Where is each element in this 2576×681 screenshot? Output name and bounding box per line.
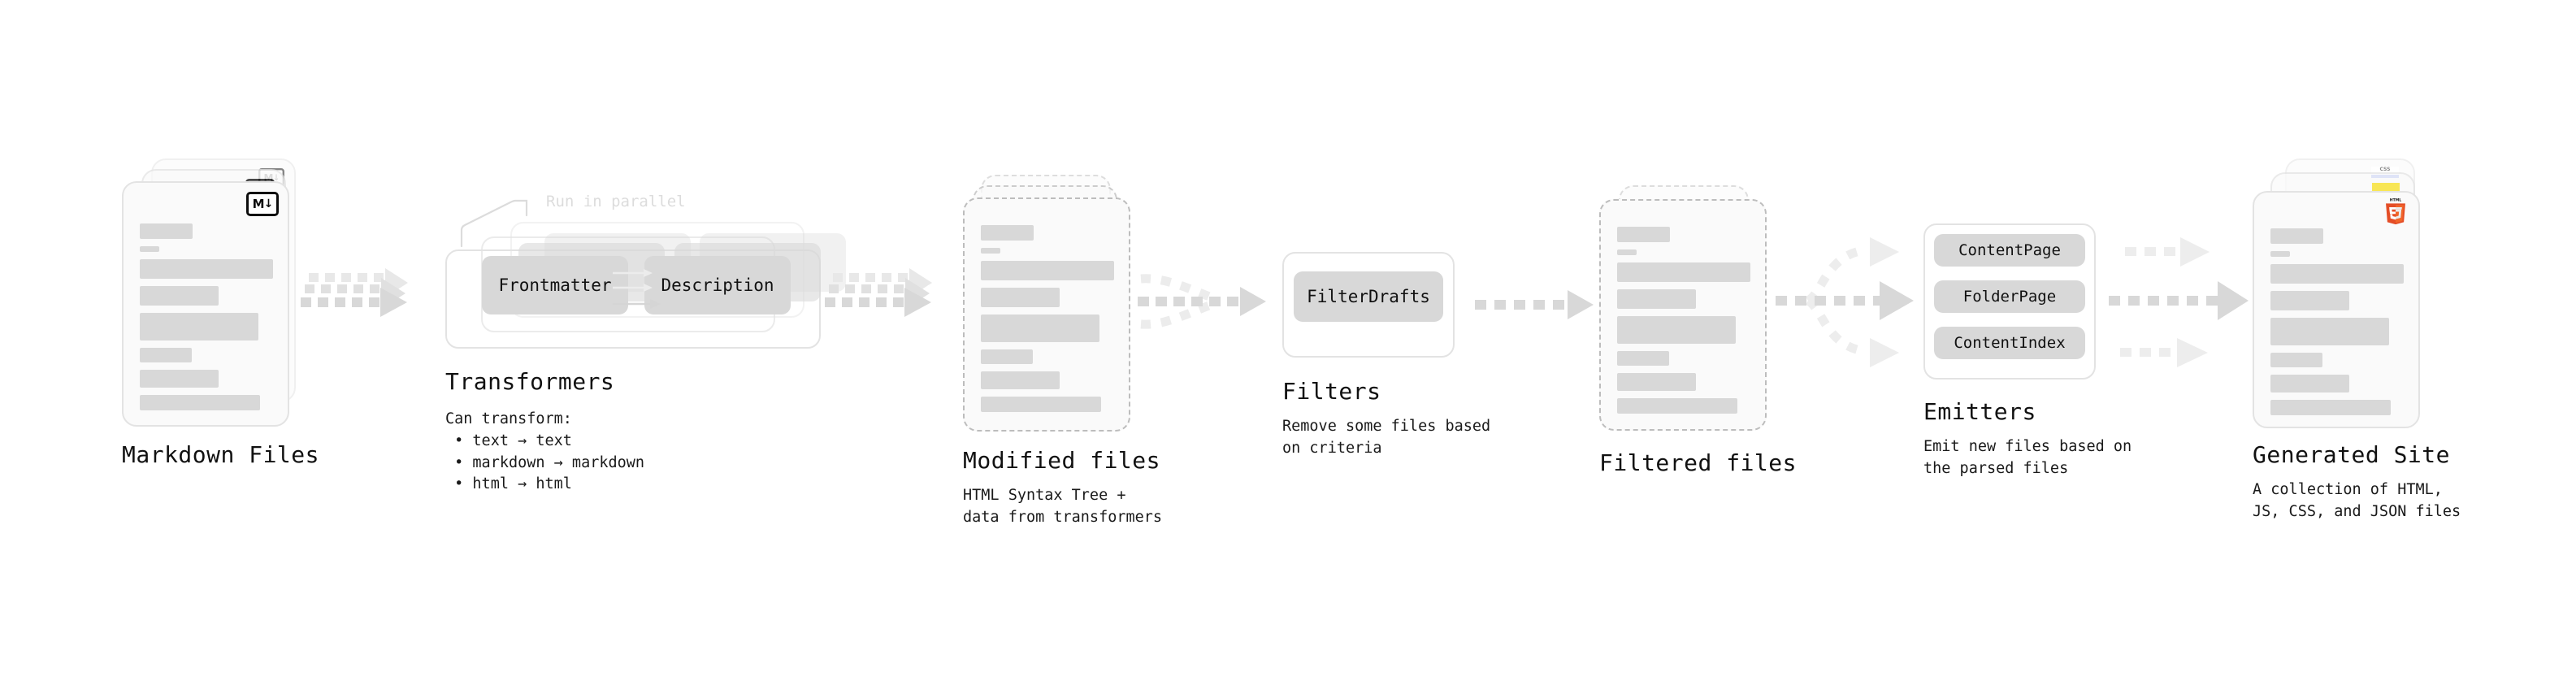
stage-title-filters: Filters: [1282, 378, 1381, 405]
stage-generated-site: CSS HTML: [2253, 158, 2461, 520]
chip-frontmatter[interactable]: Frontmatter: [482, 256, 628, 314]
stage-title-generated-site: Generated Site: [2253, 441, 2451, 468]
site-card-stack: CSS HTML: [2253, 158, 2439, 428]
filters-box: [1282, 252, 1455, 358]
stage-desc-emitters: Emit new files based on the parsed files: [1923, 438, 2132, 477]
stage-desc-transformers: Can transform: • text → text • markdown …: [445, 410, 645, 493]
chip-contentindex[interactable]: ContentIndex: [1934, 327, 2085, 359]
stage-desc-filters: Remove some files based on criteria: [1282, 418, 1491, 457]
connector-markdown-to-transformers: [301, 268, 431, 341]
chip-contentpage[interactable]: ContentPage: [1934, 234, 2085, 267]
filtered-card-content: [1601, 201, 1765, 429]
connector-emitters-to-site: [2109, 221, 2271, 384]
stage-title-emitters: Emitters: [1923, 398, 2036, 425]
filtered-card-stack: [1599, 185, 1778, 445]
filtered-card-front: [1599, 199, 1767, 431]
chip-folderpage[interactable]: FolderPage: [1934, 280, 2085, 313]
stage-markdown-files: M↓ M↓ M↓ Markdown Files: [122, 158, 319, 468]
run-in-parallel-label: Run in parallel: [546, 193, 686, 210]
markdown-card-stack: M↓ M↓ M↓: [122, 158, 301, 427]
stage-title-markdown-files: Markdown Files: [122, 441, 320, 468]
run-in-parallel-bracket: [460, 199, 528, 248]
chip-filterdrafts[interactable]: FilterDrafts: [1294, 271, 1443, 322]
site-card-content: [2254, 193, 2418, 427]
stage-desc-generated-site: A collection of HTML, JS, CSS, and JSON …: [2253, 481, 2461, 520]
markdown-card-content: [124, 183, 288, 425]
html5-badge: HTML: [2386, 198, 2405, 225]
stage-modified-files: Modified files HTML Syntax Tree + data f…: [963, 175, 1162, 526]
chip-description[interactable]: Description: [644, 256, 791, 314]
modified-card-content: [965, 199, 1129, 430]
modified-card-stack: [963, 175, 1142, 435]
modified-card-front: [963, 197, 1130, 432]
connector-transformers-to-modified: [825, 268, 955, 341]
connector-filters-to-filtered: [1475, 288, 1597, 329]
stage-desc-modified-files: HTML Syntax Tree + data from transformer…: [963, 487, 1163, 526]
markdown-card-front: M↓: [122, 181, 289, 427]
markdown-badge: M↓: [246, 192, 279, 216]
stage-title-filtered-files: Filtered files: [1599, 449, 1798, 476]
stage-title-transformers: Transformers: [445, 368, 615, 395]
stage-title-modified-files: Modified files: [963, 447, 1161, 474]
connector-modified-to-filters: [1138, 256, 1292, 354]
stage-filtered-files: Filtered files: [1599, 185, 1797, 476]
connector-filtered-to-emitters: [1776, 221, 1938, 384]
transformer-inner-arrows: [613, 269, 661, 309]
emitters-box: [1923, 223, 2096, 380]
svg-text:HTML: HTML: [2390, 198, 2402, 203]
site-card-html: HTML: [2253, 191, 2420, 428]
